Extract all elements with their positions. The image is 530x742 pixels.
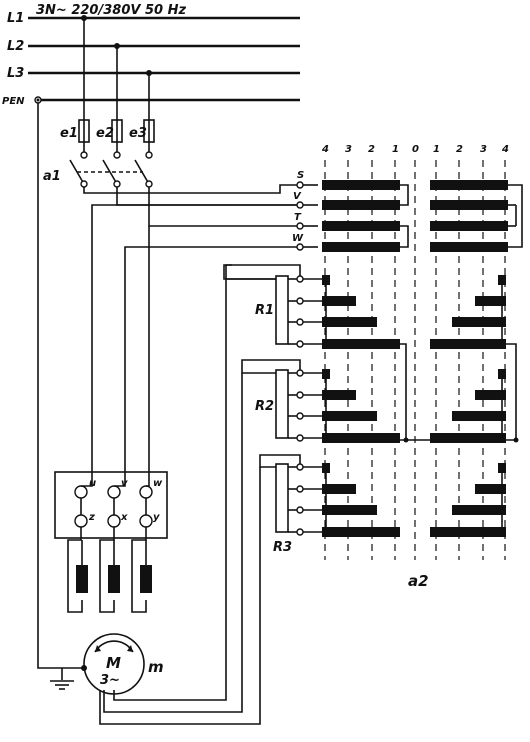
terminal-x <box>107 514 121 528</box>
label-e3: e3 <box>129 126 147 141</box>
pos-label-8: 4 <box>501 144 509 155</box>
label-pen: PEN <box>2 96 25 107</box>
supply-bus <box>28 16 300 102</box>
label-z: z <box>88 512 95 523</box>
terminal-y <box>139 514 153 528</box>
motor-windings <box>67 527 152 613</box>
motor-terminal-board <box>54 471 168 539</box>
motor-symbol: M <box>106 654 121 672</box>
ground-symbol <box>50 668 74 690</box>
winding-2 <box>108 565 120 593</box>
motor-phases: 3~ <box>100 673 120 688</box>
resistor-r2 <box>275 369 304 442</box>
pos-label-1: 3 <box>345 144 352 155</box>
winding-1 <box>76 565 88 593</box>
controller-rotor-group-2 <box>322 369 506 443</box>
pos-label-0: 4 <box>321 144 329 155</box>
main-switch-a1 <box>69 159 153 188</box>
label-r3: R3 <box>273 540 292 555</box>
label-e2: e2 <box>96 126 114 141</box>
terminal-u <box>74 485 88 499</box>
label-a2: a2 <box>408 572 429 590</box>
controller-rotor-group-1 <box>322 275 506 349</box>
controller-stator-contacts <box>322 180 523 252</box>
pen-conductor <box>37 103 84 669</box>
motor-circle <box>83 633 145 695</box>
terminal-t <box>296 222 304 230</box>
label-a1: a1 <box>43 169 61 184</box>
label-y: y <box>153 512 160 523</box>
controller-rotor-group-3 <box>322 463 506 537</box>
rotation-arrow <box>94 640 134 653</box>
label-w-board: w <box>153 478 163 489</box>
controller-feeds <box>303 278 322 533</box>
pos-label-7: 3 <box>480 144 487 155</box>
terminal-w <box>296 243 304 251</box>
rotor-star-links <box>400 343 519 443</box>
label-s: S <box>297 170 304 181</box>
winding-3 <box>140 565 152 593</box>
label-e1: e1 <box>60 126 78 141</box>
label-r2: R2 <box>255 399 274 414</box>
label-r1: R1 <box>255 303 274 318</box>
pen-dot <box>36 98 40 102</box>
label-w: W <box>292 233 304 244</box>
label-l1: L1 <box>7 11 24 26</box>
supply-spec: 3N~ 220/380V 50 Hz <box>36 3 186 18</box>
label-t: T <box>294 212 302 223</box>
motor-label: m <box>148 658 164 676</box>
pos-label-2: 2 <box>368 144 375 155</box>
terminal-v-board <box>107 485 121 499</box>
pos-label-6: 2 <box>456 144 463 155</box>
resistor-r3 <box>275 463 304 536</box>
terminal-w-board <box>139 485 153 499</box>
terminal-board-frame <box>54 471 168 539</box>
motor <box>83 633 145 695</box>
controller-positions: 4 3 2 1 0 1 2 3 4 <box>321 144 509 155</box>
controller-dashed-guides <box>324 160 506 560</box>
terminal-v <box>296 201 304 209</box>
pos-label-4: 0 <box>412 144 419 155</box>
label-x: x <box>120 512 128 523</box>
resistor-r1 <box>275 275 304 348</box>
label-u: u <box>89 478 96 489</box>
label-l2: L2 <box>7 39 24 54</box>
label-l3: L3 <box>7 66 24 81</box>
pos-label-3: 1 <box>392 144 399 155</box>
terminal-s <box>296 181 304 189</box>
terminal-z <box>74 514 88 528</box>
pos-label-5: 1 <box>433 144 440 155</box>
label-v: V <box>293 191 302 202</box>
label-v-board: v <box>121 478 128 489</box>
